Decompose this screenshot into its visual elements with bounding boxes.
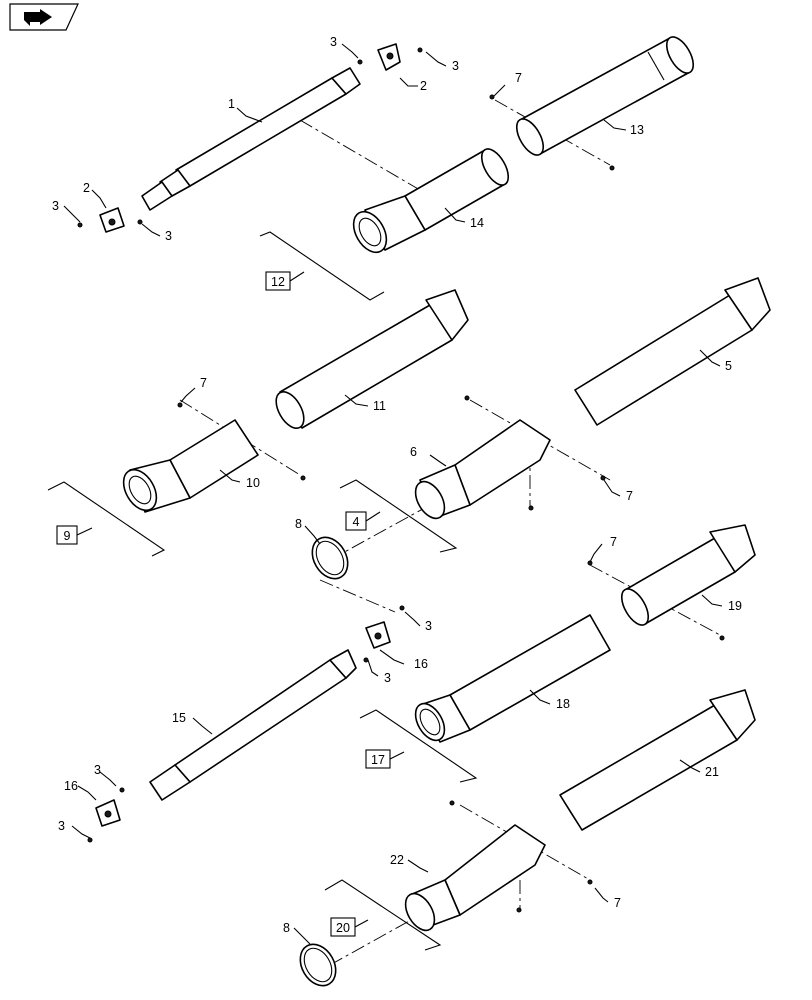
drive-shaft-15 [87,605,405,843]
callout-3-d: 3 [165,229,172,243]
shield-tube-19 [620,524,756,626]
callout-8-upper: 8 [295,517,302,531]
callout-7-e: 7 [614,896,621,910]
callout-3-c: 3 [52,199,59,213]
callout-2-lower: 2 [83,181,90,195]
callout-16-upper: 16 [414,657,428,671]
shield-tube-10 [122,419,259,513]
centerline-2 [494,99,611,166]
ref-label-12: 12 [271,275,285,289]
forked-shield-6 [414,419,551,520]
ref-box-17[interactable]: 17 [365,749,405,769]
callout-5: 5 [725,359,732,373]
callout-7-b: 7 [200,376,207,390]
callout-7-a: 7 [515,71,522,85]
callout-3-a: 3 [330,35,337,49]
shield-tube-11 [275,289,469,429]
centerline-1 [299,119,421,191]
callout-10: 10 [246,476,260,490]
leader-lines [63,43,723,945]
callout-3-e: 3 [425,619,432,633]
callout-7-c: 7 [626,489,633,503]
callout-22: 22 [390,853,404,867]
callout-16-lower: 16 [64,779,78,793]
callout-13: 13 [630,123,644,137]
shield-tube-5 [574,277,771,426]
callout-3-h: 3 [58,819,65,833]
folder-arrow-icon[interactable] [9,3,79,31]
callout-21: 21 [705,765,719,779]
callout-2-upper: 2 [420,79,427,93]
callout-3-f: 3 [384,671,391,685]
shield-tube-18 [414,614,611,743]
ref-label-17: 17 [371,753,385,767]
callout-6: 6 [410,445,417,459]
ref-box-9[interactable]: 9 [56,525,93,545]
callout-15: 15 [172,711,186,725]
drive-shaft-1 [77,43,423,233]
ref-label-4: 4 [353,515,360,529]
callout-7-d: 7 [610,535,617,549]
callout-8-lower: 8 [283,921,290,935]
callout-3-g: 3 [94,763,101,777]
shield-tube-13 [515,36,695,156]
callout-3-b: 3 [452,59,459,73]
shield-tube-14 [352,148,510,254]
callout-19: 19 [728,599,742,613]
clamp-ring-8-lower [299,943,337,987]
centerline-7 [319,579,396,613]
ref-label-20: 20 [336,921,350,935]
ref-box-4[interactable]: 4 [345,511,381,531]
callout-14: 14 [470,216,484,230]
ref-label-9: 9 [64,529,71,543]
callout-labels: 1 2 3 3 2 3 3 7 13 14 7 11 10 5 6 7 8 7 … [52,35,742,935]
clamp-ring-8-upper [311,536,349,580]
shield-tube-21 [559,689,756,831]
ref-box-12[interactable]: 12 [265,271,305,291]
centerline-11 [329,914,421,966]
forked-shield-22 [404,824,546,932]
callout-11: 11 [373,399,386,413]
pin-markers [177,94,725,913]
reference-brackets [47,231,478,951]
ref-box-20[interactable]: 20 [330,917,369,937]
callout-18: 18 [556,697,570,711]
callout-1: 1 [228,97,235,111]
centerline-6 [329,504,431,561]
